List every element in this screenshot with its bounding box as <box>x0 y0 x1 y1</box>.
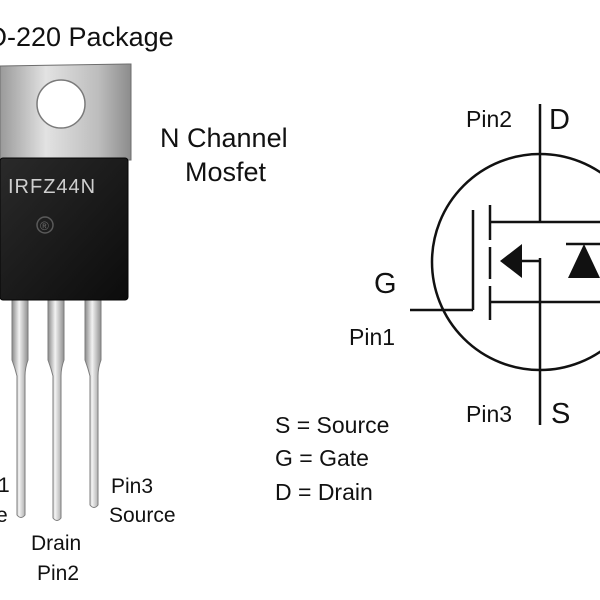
package-body <box>0 157 129 301</box>
drain-letter: D <box>549 104 570 136</box>
lead-pin2 <box>47 297 65 521</box>
source-pin-label: Pin3 <box>466 401 513 427</box>
logo-mark: ® <box>40 219 49 233</box>
lead-label-left-line2: e <box>0 504 8 527</box>
lead-pin3 <box>84 297 102 508</box>
legend-gate: G = Gate <box>275 445 369 471</box>
mosfet-symbol <box>410 104 600 425</box>
gate-letter: G <box>374 268 397 300</box>
lead-label-source: Source <box>109 504 176 527</box>
lead-label-left-line1: 1 <box>0 474 10 497</box>
package-title: O-220 Package <box>0 22 174 52</box>
lead-label-drain: Drain <box>31 532 82 555</box>
protection-diode <box>568 244 600 278</box>
mosfet-type-line2: Mosfet <box>185 157 267 187</box>
legend-source: S = Source <box>275 412 390 438</box>
lead-label-pin3: Pin3 <box>111 475 154 498</box>
mosfet-type-line1: N Channel <box>160 123 288 153</box>
source-letter: S <box>551 398 571 430</box>
lead-label-pin2: Pin2 <box>37 562 80 585</box>
body-diode-arrow <box>500 244 522 278</box>
manufacturer-logo <box>36 216 54 234</box>
legend-drain: D = Drain <box>275 479 373 505</box>
gate-pin-label: Pin1 <box>349 324 396 350</box>
part-marking: IRFZ44N <box>8 176 96 198</box>
drain-pin-label: Pin2 <box>466 106 513 132</box>
mounting-hole <box>36 79 86 129</box>
lead-pin1 <box>11 297 29 518</box>
package-leads <box>11 297 102 521</box>
